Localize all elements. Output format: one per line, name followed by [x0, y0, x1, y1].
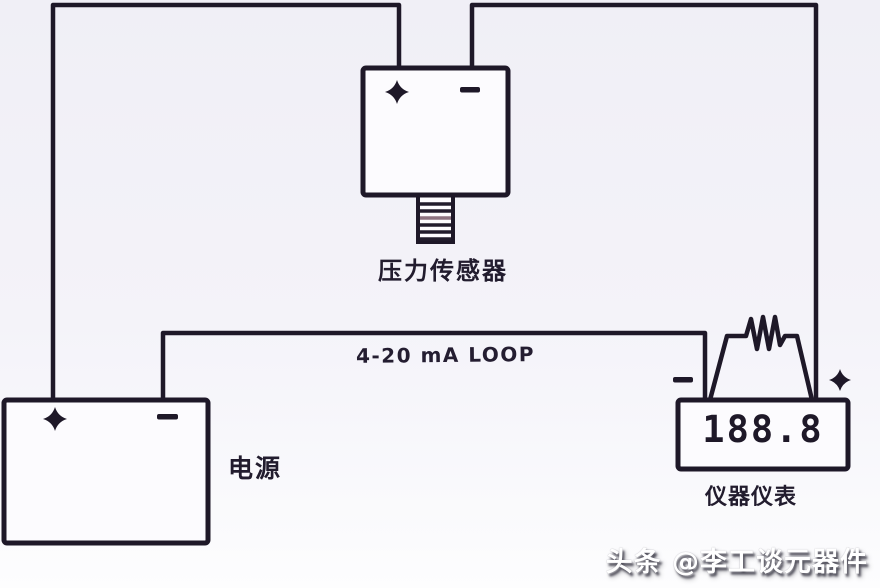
sensor-box: [360, 65, 511, 198]
meter-label: 仪器仪表: [705, 485, 798, 510]
sensor-label: 压力传感器: [378, 257, 508, 285]
sensor-minus-to-meter-wire: [469, 2, 819, 401]
meter-minus-terminal-icon: [673, 377, 693, 383]
power-minus-terminal-icon: [157, 414, 178, 420]
loop-label: 4-20 mA LOOP: [355, 342, 536, 368]
power-supply-box: [1, 397, 211, 546]
screw-thread-icon: [416, 193, 455, 244]
sensor-minus-terminal-icon: [460, 87, 480, 93]
loop-return-wire: [160, 330, 708, 401]
power-supply-label: 电源: [228, 454, 283, 483]
power-plus-to-sensor-wire: [50, 2, 402, 401]
sensor-plus-terminal-icon: [385, 80, 409, 104]
watermark-text: 头条 @李工谈元器件: [605, 547, 868, 578]
power-plus-terminal-icon: [43, 407, 67, 431]
meter-plus-terminal-icon: [829, 369, 851, 391]
meter-display-value: 188.8: [702, 408, 824, 451]
meter-box: [675, 397, 851, 472]
zigzag-resistor-icon: [707, 314, 815, 403]
